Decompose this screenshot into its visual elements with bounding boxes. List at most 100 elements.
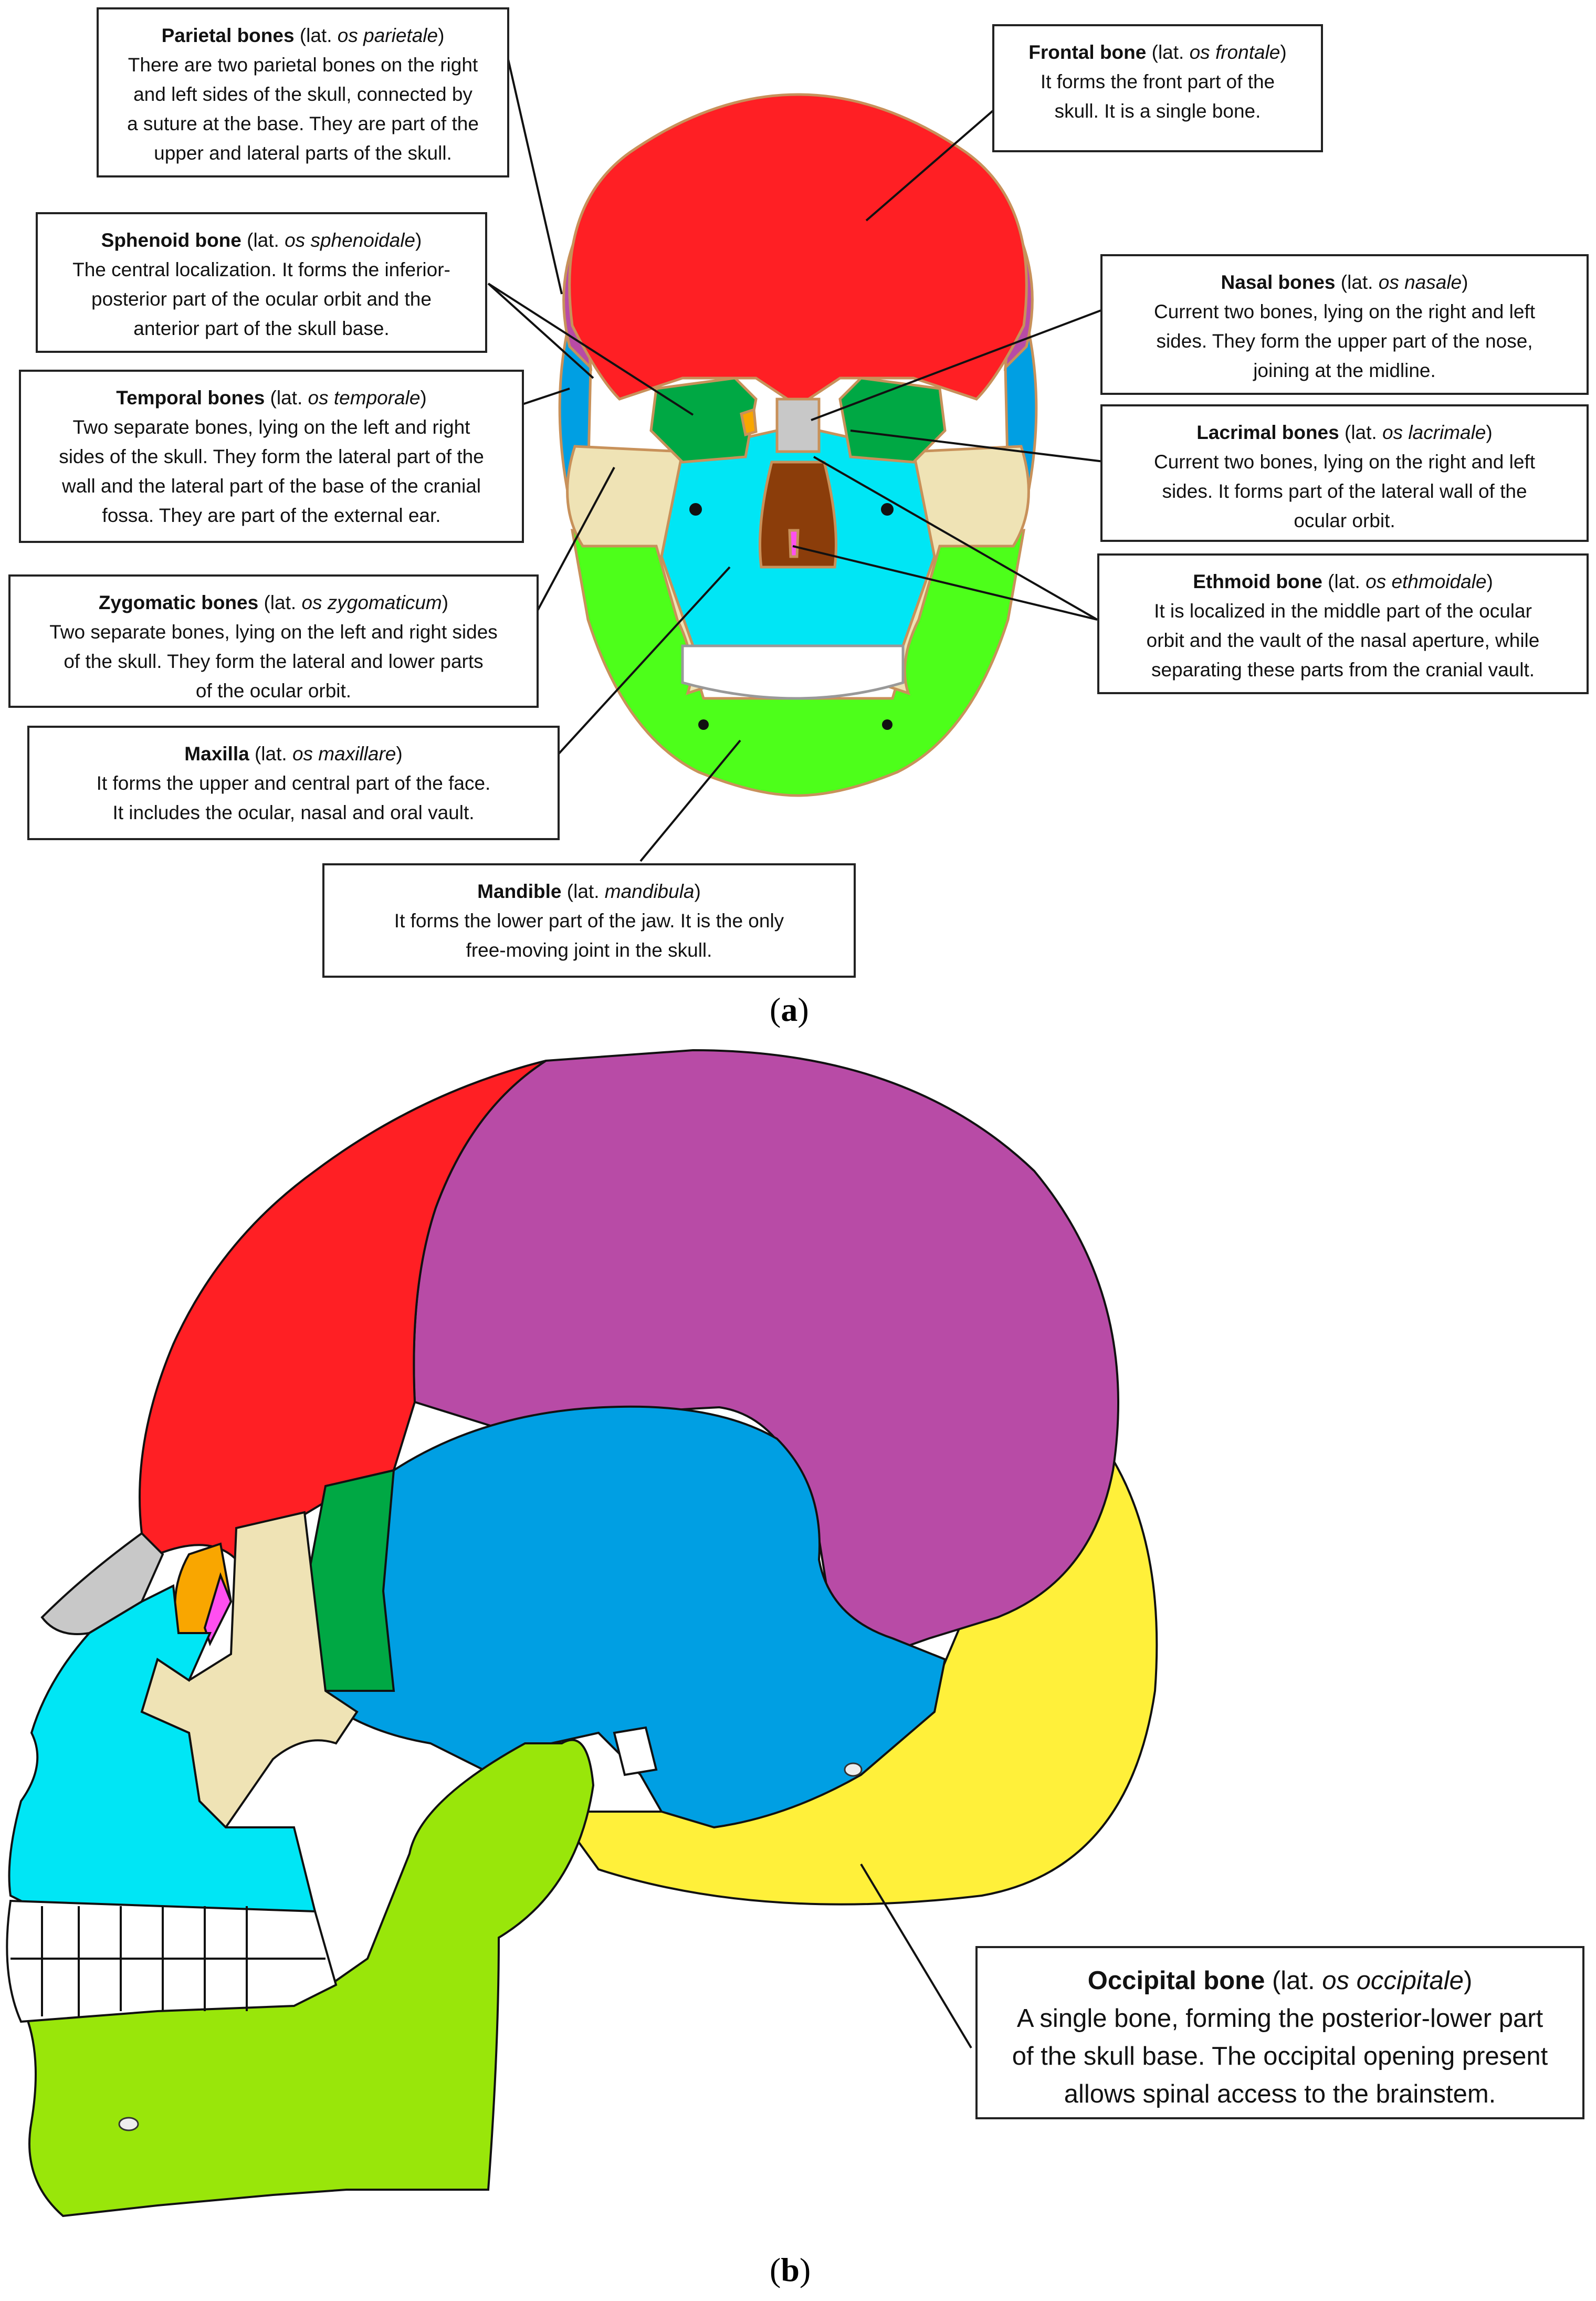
label-zygomatic: Zygomatic bones (lat. os zygomaticum) Tw… <box>8 574 539 708</box>
label-parietal-line: upper and lateral parts of the skull. <box>154 142 452 164</box>
label-maxilla-close: ) <box>396 743 403 765</box>
label-temporal-line: fossa. They are part of the external ear… <box>102 505 441 526</box>
label-temporal-lat: (lat. <box>265 387 308 409</box>
label-ethmoid-line: It is localized in the middle part of th… <box>1154 600 1532 622</box>
front-view-holes <box>689 503 894 730</box>
label-ethmoid-latin: os ethmoidale <box>1366 571 1487 592</box>
mandible-lateral <box>25 1739 595 2218</box>
label-mandible-title: Mandible <box>477 881 562 902</box>
label-lacrimal-line: ocular orbit. <box>1294 510 1395 531</box>
label-frontal-latin: os frontale <box>1189 41 1280 63</box>
label-nasal-line: Current two bones, lying on the right an… <box>1153 301 1536 322</box>
label-temporal-title: Temporal bones <box>116 387 265 409</box>
lateral-teeth-lines <box>10 1906 326 2016</box>
label-occipital-title: Occipital bone <box>1087 1967 1265 1995</box>
ethmoid-lateral <box>203 1572 233 1647</box>
label-temporal-latin: os temporale <box>308 387 421 409</box>
label-occipital-line: allows spinal access to the brainstem. <box>1064 2080 1496 2108</box>
label-lacrimal-close: ) <box>1486 422 1493 443</box>
label-lacrimal-latin: os lacrimale <box>1382 422 1486 443</box>
label-mandible: Mandible (lat. mandibula) It forms the l… <box>322 863 856 978</box>
panel-caption-a: (a) <box>770 991 809 1028</box>
label-temporal-line: Two separate bones, lying on the left an… <box>72 416 470 438</box>
label-maxilla-lat: (lat. <box>249 743 292 765</box>
label-parietal-latin: os parietale <box>337 25 438 46</box>
label-parietal-line: There are two parietal bones on the righ… <box>128 54 478 76</box>
label-nasal-latin: os nasale <box>1378 271 1462 293</box>
label-mandible-lat: (lat. <box>561 881 605 902</box>
label-sphenoid: Sphenoid bone (lat. os sphenoidale) The … <box>36 212 487 353</box>
label-zygomatic-lat: (lat. <box>258 592 302 613</box>
lateral-holes <box>118 1762 863 2131</box>
label-temporal: Temporal bones (lat. os temporale) Two s… <box>19 370 524 543</box>
label-parietal-line: a suture at the base. They are part of t… <box>127 113 479 134</box>
maxilla-lateral <box>8 1584 317 1918</box>
label-occipital-line: A single bone, forming the posterior-low… <box>1016 2004 1544 2033</box>
label-mandible-line: It forms the lower part of the jaw. It i… <box>394 910 784 932</box>
label-lacrimal-line: Current two bones, lying on the right an… <box>1153 451 1536 473</box>
label-mandible-close: ) <box>694 881 701 902</box>
label-frontal: Frontal bone (lat. os frontale) It forms… <box>992 24 1323 152</box>
label-nasal: Nasal bones (lat. os nasale) Current two… <box>1100 254 1589 395</box>
label-zygomatic-line: Two separate bones, lying on the left an… <box>49 621 498 643</box>
label-ethmoid-close: ) <box>1486 571 1493 592</box>
mandible-front <box>570 529 1026 797</box>
label-lacrimal-line: sides. It forms part of the lateral wall… <box>1162 480 1527 502</box>
lateral-view-skull <box>6 1049 1158 2218</box>
label-ethmoid-line: orbit and the vault of the nasal apertur… <box>1146 630 1540 651</box>
label-occipital-close: ) <box>1463 1967 1473 1995</box>
label-temporal-line: sides of the skull. They form the latera… <box>59 446 484 467</box>
sphenoid-front-left <box>649 376 758 464</box>
label-nasal-line: joining at the midline. <box>1253 360 1436 381</box>
ethmoid-front <box>788 529 800 558</box>
label-frontal-close: ) <box>1280 41 1287 63</box>
label-sphenoid-latin: os sphenoidale <box>285 229 416 251</box>
label-occipital-latin: os occipitale <box>1322 1967 1464 1995</box>
label-nasal-title: Nasal bones <box>1221 271 1336 293</box>
label-sphenoid-line: posterior part of the ocular orbit and t… <box>91 288 432 310</box>
label-parietal-title: Parietal bones <box>161 25 295 46</box>
label-nasal-line: sides. They form the upper part of the n… <box>1156 330 1533 352</box>
teeth-lateral <box>6 1899 338 2023</box>
label-maxilla-latin: os maxillare <box>292 743 396 765</box>
label-zygomatic-line: of the ocular orbit. <box>195 680 352 702</box>
label-sphenoid-line: The central localization. It forms the i… <box>72 259 450 280</box>
label-sphenoid-title: Sphenoid bone <box>101 229 242 251</box>
nasal-cavity-front <box>759 461 837 569</box>
front-view-skull <box>558 93 1038 797</box>
label-maxilla: Maxilla (lat. os maxillare) It forms the… <box>27 726 560 840</box>
label-lacrimal-title: Lacrimal bones <box>1196 422 1339 443</box>
label-occipital: Occipital bone (lat. os occipitale) A si… <box>975 1946 1584 2119</box>
label-parietal: Parietal bones (lat. os parietale) There… <box>97 7 509 177</box>
label-mandible-line: free-moving joint in the skull. <box>466 939 712 961</box>
label-maxilla-line: It forms the upper and central part of t… <box>96 772 491 794</box>
label-lacrimal: Lacrimal bones (lat. os lacrimale) Curre… <box>1100 404 1589 542</box>
label-temporal-line: wall and the lateral part of the base of… <box>61 475 481 497</box>
label-parietal-line: and left sides of the skull, connected b… <box>133 83 472 105</box>
label-sphenoid-line: anterior part of the skull base. <box>133 318 390 339</box>
label-ethmoid-line: separating these parts from the cranial … <box>1151 659 1535 681</box>
nasal-lateral <box>40 1532 164 1635</box>
label-zygomatic-close: ) <box>442 592 449 613</box>
label-occipital-line: of the skull base. The occipital opening… <box>1012 2042 1548 2070</box>
label-lacrimal-lat: (lat. <box>1339 422 1382 443</box>
label-parietal-lat: (lat. <box>299 25 338 46</box>
label-frontal-line: skull. It is a single bone. <box>1054 100 1261 122</box>
label-zygomatic-title: Zygomatic bones <box>98 592 259 613</box>
panel-caption-b: (b) <box>770 2251 811 2288</box>
sphenoid-front-right <box>838 376 947 464</box>
label-maxilla-line: It includes the ocular, nasal and oral v… <box>112 802 475 823</box>
panel-caption-a-letter: a <box>781 991 798 1028</box>
label-sphenoid-lat: (lat. <box>241 229 285 251</box>
foramen-magnum-lateral <box>613 1726 658 1776</box>
lacrimal-front-left <box>740 407 758 437</box>
label-sphenoid-close: ) <box>415 229 422 251</box>
label-occipital-lat: (lat. <box>1265 1967 1322 1995</box>
label-parietal-close: ) <box>438 25 445 46</box>
nasal-front <box>775 398 821 453</box>
leader-line-occipital <box>860 1863 972 2049</box>
label-ethmoid-lat: (lat. <box>1322 571 1366 592</box>
label-maxilla-title: Maxilla <box>184 743 249 765</box>
label-frontal-title: Frontal bone <box>1028 41 1147 63</box>
